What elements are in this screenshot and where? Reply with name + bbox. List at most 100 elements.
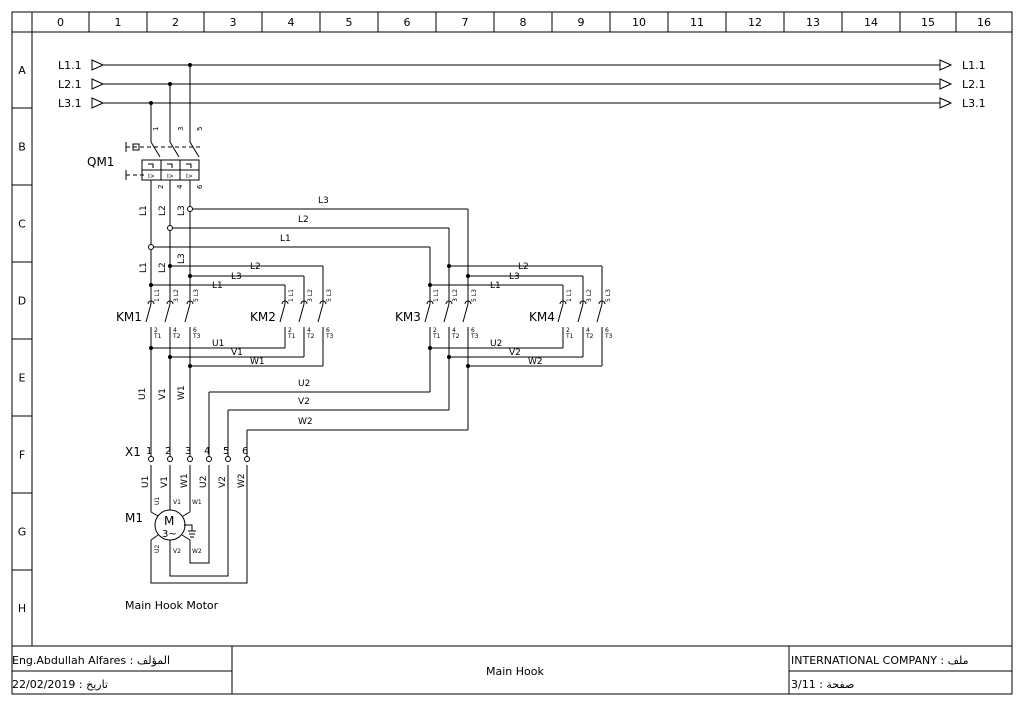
terminal-point [148,456,154,462]
km1-bus-label-l2: L2 [250,262,261,272]
contactor-name-km1: KM1 [116,310,142,324]
column-label: 7 [462,16,469,29]
terminal-number: 3 [185,446,191,457]
terminal-name: X1 [125,445,141,459]
motor-symbol-m: M [164,514,174,528]
run-label-v1: V1 [158,388,168,400]
row-label: C [18,218,26,231]
motor-symbol-3phase: 3~ [162,529,177,540]
contactor-pin-bottom-num: 4 [586,327,590,334]
column-label: 13 [806,16,820,29]
column-label: 12 [748,16,762,29]
breaker-trip-3: I> [186,173,193,180]
phase-label-l3-b: L3 [177,253,187,264]
contactor-pin-bottom-label: T1 [287,333,296,340]
row-label: B [18,141,26,154]
title-author: Eng.Abdullah Alfares : المؤلف [12,654,170,667]
column-label: 11 [690,16,704,29]
contactor-pin-bottom-label: T1 [153,333,162,340]
rail-label-left-1: L1.1 [58,59,82,72]
phase-label-l3-a: L3 [177,205,187,216]
contactor-pin-bottom-num: 4 [173,327,177,334]
rail-label-right-2: L2.1 [962,78,986,91]
column-label: 1 [115,16,122,29]
breaker-name: QM1 [87,155,114,169]
contactor-pin-top: 5 L3 [326,289,333,302]
phase-label-l1-b: L1 [139,262,149,273]
sheet-border [11,11,1013,695]
title-main: Main Hook [486,665,544,678]
contactor-pin-top: 5 L3 [605,289,612,302]
terminal-point [225,456,231,462]
contactor-pin-bottom-num: 4 [452,327,456,334]
km1-bus-label-l1: L1 [212,281,223,291]
bus-label-l2: L2 [298,215,309,225]
run-label-w2: W2 [298,417,313,427]
row-label: F [19,449,25,462]
column-label: 9 [578,16,585,29]
km1-out-label-u1: U1 [212,339,224,349]
contactor-pin-top: 1 L1 [154,289,161,302]
contactor-pin-bottom-num: 2 [288,327,292,334]
rail-label-right-1: L1.1 [962,59,986,72]
row-label: D [18,295,26,308]
contactor-pin-bottom-label: T3 [604,333,613,340]
contactor-pin-bottom-num: 2 [566,327,570,334]
motor-pin-v1: V1 [173,499,181,506]
column-label: 6 [404,16,411,29]
row-label: G [18,526,27,539]
terminal-point [167,456,173,462]
rail-label-left-3: L3.1 [58,97,82,110]
km3-bus-label-l3: L3 [509,272,520,282]
terminal-number: 6 [242,446,248,457]
breaker-pin-5: 5 [196,127,204,131]
column-label: 4 [288,16,295,29]
phase-label-l2-a: L2 [158,205,168,216]
contactor-pin-bottom-label: T2 [451,333,460,340]
contactor-pin-bottom-num: 4 [307,327,311,334]
phase-labels-after-breaker: L1 L2 L3 L1 L2 L3 [139,205,187,273]
contactor-pin-top: 3 L2 [173,289,180,302]
km3-out-label-u2: U2 [490,339,502,349]
title-date: 22/02/2019 : تاريخ [12,678,108,691]
contactor-pin-bottom-label: T3 [325,333,334,340]
km1-km2-feed: L2 L3 L1 [149,211,324,294]
contactor-pin-top: 3 L2 [586,289,593,302]
terminal-wire-label: W1 [180,473,190,488]
breaker-pin-4: 4 [176,184,184,189]
contactor-pin-bottom-num: 6 [605,327,609,334]
column-label: 10 [632,16,646,29]
breaker-qm1: I> I> I> QM1 1 3 5 2 4 6 [87,65,204,247]
motor-pin-w2: W2 [192,548,202,555]
run-label-u2: U2 [298,379,310,389]
run-label-u1: U1 [138,388,148,400]
terminal-number: 2 [165,446,171,457]
row-label: E [19,372,26,385]
breaker-pin-3: 3 [177,127,185,131]
terminal-wire-label: V1 [160,476,170,488]
bus-label-l3: L3 [318,196,329,206]
contactor-pin-bottom-num: 6 [471,327,475,334]
motor-pin-u2: U2 [154,545,161,553]
breaker-pin-6: 6 [196,184,204,189]
phase-label-l1-a: L1 [139,205,149,216]
terminal-wire-label: W2 [237,473,247,488]
km1-km2-outputs: U1 V1 W1 U1 V1 W1 [138,339,324,458]
contactor-pin-top: 1 L1 [566,289,573,302]
contactor-pin-bottom-label: T1 [432,333,441,340]
run-label-v2: V2 [298,397,310,407]
terminal-number: 1 [146,446,152,457]
contactor-pin-bottom-num: 2 [154,327,158,334]
contactor-pin-bottom-label: T2 [172,333,181,340]
km3-km4-outputs: U2 V2 W2 U2 V2 W2 [208,339,603,458]
breaker-trip-1: I> [148,173,155,180]
column-label: 3 [230,16,237,29]
contactor-name-km4: KM4 [529,310,555,324]
motor-pin-u1: U1 [154,497,161,505]
rail-label-right-3: L3.1 [962,97,986,110]
column-label: 2 [172,16,179,29]
